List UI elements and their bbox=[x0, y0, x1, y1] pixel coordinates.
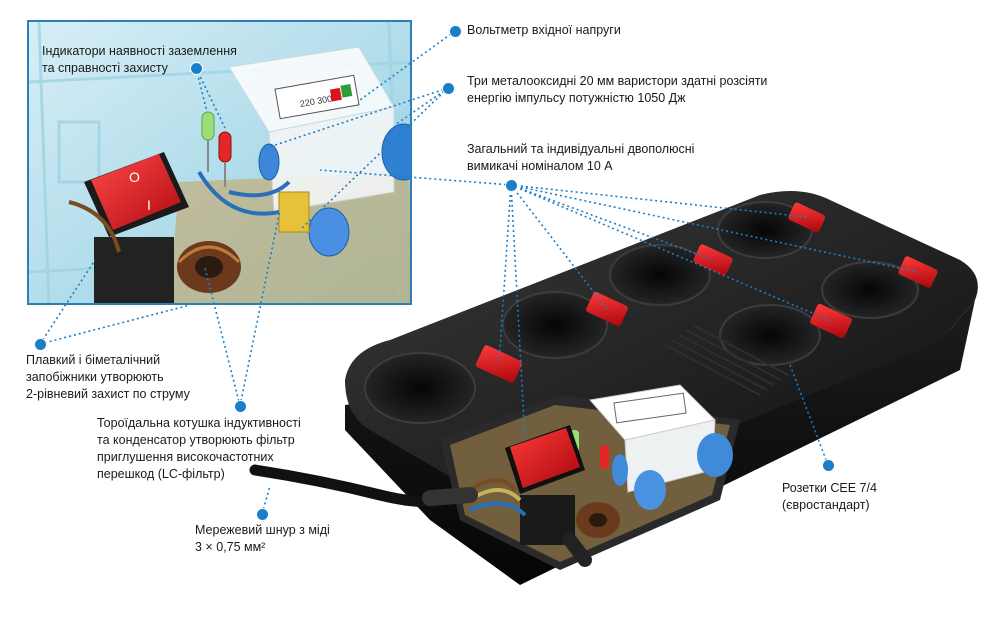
callout-dot-voltmeter bbox=[450, 26, 461, 37]
switch-5 bbox=[810, 303, 852, 339]
inset-fuse-block bbox=[94, 237, 174, 303]
label-voltmeter: Вольтметр вхідної напруги bbox=[467, 23, 621, 37]
ribbing bbox=[664, 324, 789, 396]
inset-illustration: 220 300 O I bbox=[29, 22, 410, 303]
callout-dot-cord bbox=[257, 509, 268, 520]
callout-dot-fuses bbox=[35, 339, 46, 350]
label-fuses: Плавкий і біметалічний запобіжники утвор… bbox=[26, 353, 190, 401]
socket-3 bbox=[609, 244, 711, 306]
label-cord: Мережевий шнур з міді 3 × 0,75 мм² bbox=[195, 523, 330, 554]
inset-voltmeter: 220 300 bbox=[228, 46, 395, 213]
label-varistors: Три металооксидні 20 мм варистори здатні… bbox=[467, 74, 768, 105]
label-indicators: Індикатори наявності заземлення та справ… bbox=[42, 44, 237, 75]
switch-4 bbox=[788, 202, 826, 233]
leader-lines bbox=[39, 30, 919, 515]
inset-leds bbox=[201, 111, 232, 187]
callout-dot-switches bbox=[506, 180, 517, 191]
svg-text:O: O bbox=[129, 169, 140, 185]
socket-2 bbox=[502, 291, 608, 359]
socket-1 bbox=[364, 352, 476, 424]
label-sockets: Розетки CEE 7/4 (євростандарт) bbox=[782, 481, 877, 512]
svg-text:I: I bbox=[147, 197, 151, 213]
inset-toroid bbox=[177, 241, 241, 293]
socket-6 bbox=[821, 261, 919, 319]
inset-varistors bbox=[258, 123, 410, 257]
callout-dot-sockets bbox=[823, 460, 834, 471]
inset-wires bbox=[68, 170, 291, 253]
callout-dot-varistors bbox=[443, 83, 454, 94]
label-switches: Загальний та індивідуальні двополюсні ви… bbox=[467, 142, 695, 173]
inset-main-switch: O I bbox=[84, 152, 189, 237]
inset-closeup-photo: 220 300 O I bbox=[27, 20, 412, 305]
callout-dot-indicators bbox=[191, 63, 202, 74]
sockets bbox=[364, 201, 919, 424]
switch-1 bbox=[475, 345, 523, 383]
label-lc-filter: Тороїдальна котушка індуктивності та кон… bbox=[97, 416, 301, 481]
callout-dot-lc-filter bbox=[235, 401, 246, 412]
inset-capacitor bbox=[278, 191, 310, 233]
